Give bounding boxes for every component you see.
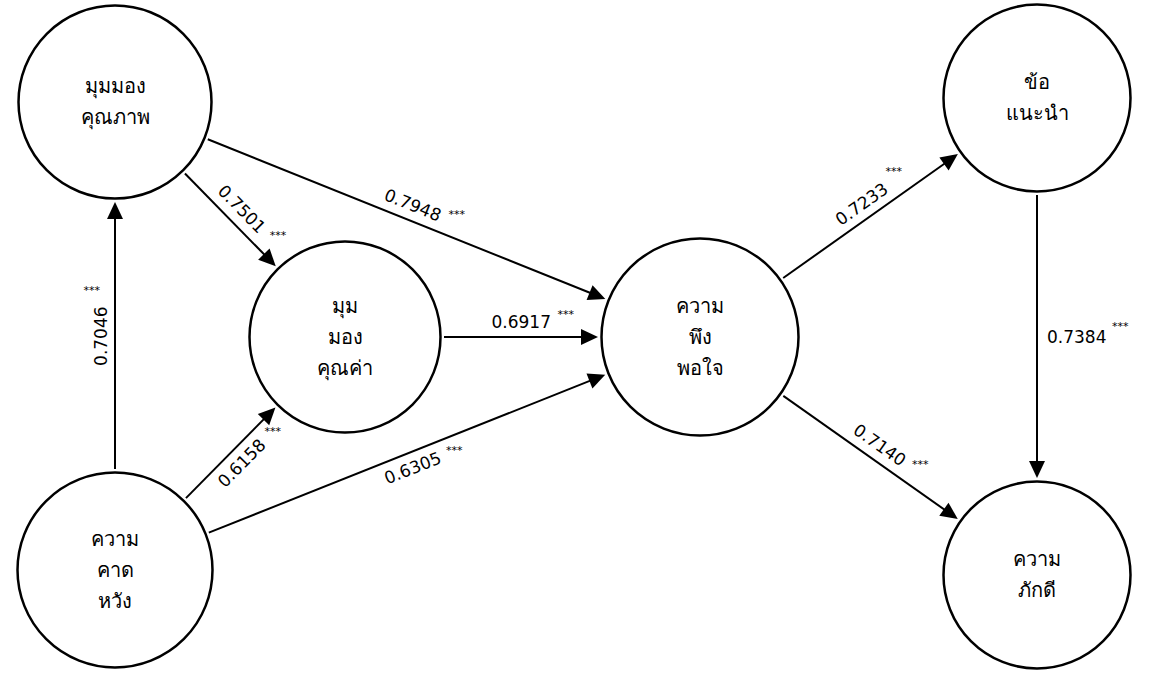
arrow-head	[1029, 461, 1045, 478]
construct-name: ข้อ แนะนำ	[1006, 67, 1069, 129]
circle-outline	[942, 480, 1132, 670]
arrow-head	[586, 374, 605, 389]
significance-mark: ***	[270, 230, 287, 241]
construct-name: ความ คาดหวัง	[91, 524, 139, 617]
arrow-head	[107, 202, 123, 219]
construct-circle: ความ ภักดี	[942, 480, 1132, 670]
arrow-head	[939, 154, 957, 170]
path-arrow	[114, 216, 116, 469]
path-arrow	[1036, 195, 1038, 464]
construct-name: ความ พึงพอใจ	[676, 291, 724, 384]
path-arrow	[444, 336, 584, 338]
significance-mark: ***	[558, 309, 575, 320]
path-coefficient: 0.6917	[490, 312, 553, 332]
construct-circle: ข้อ แนะนำ	[942, 3, 1132, 193]
significance-mark: ***	[912, 459, 929, 470]
arrow-head	[587, 285, 606, 300]
circle-outline	[17, 4, 213, 200]
construct-circle: ความ คาดหวัง	[16, 471, 214, 669]
path-coefficient: 0.7384	[1045, 327, 1108, 347]
construct-circle: มุมมองคุณภาพ	[17, 4, 213, 200]
path-coefficient: 0.7046	[90, 304, 110, 367]
arrow-head	[581, 329, 598, 345]
significance-mark: ***	[1112, 321, 1129, 332]
construct-name: มุมมองคุณภาพ	[81, 71, 150, 133]
construct-circle: มุมมอง คุณค่า	[248, 240, 442, 434]
circle-outline	[942, 3, 1132, 193]
significance-mark: ***	[84, 285, 101, 296]
significance-mark: ***	[264, 426, 281, 437]
path-arrow	[783, 396, 946, 511]
path-arrow	[783, 162, 946, 278]
arrow-head	[258, 407, 276, 425]
significance-mark: ***	[448, 209, 465, 220]
construct-name: ความ ภักดี	[1013, 544, 1061, 606]
arrow-head	[939, 503, 958, 519]
construct-name: มุมมอง คุณค่า	[317, 291, 373, 384]
significance-mark: ***	[446, 445, 463, 456]
arrow-head	[258, 249, 276, 267]
path-coefficient: 0.6305	[380, 447, 447, 489]
path-coefficient: 0.7948	[379, 184, 446, 227]
significance-mark: ***	[885, 166, 902, 177]
construct-circle: ความ พึงพอใจ	[600, 237, 800, 437]
